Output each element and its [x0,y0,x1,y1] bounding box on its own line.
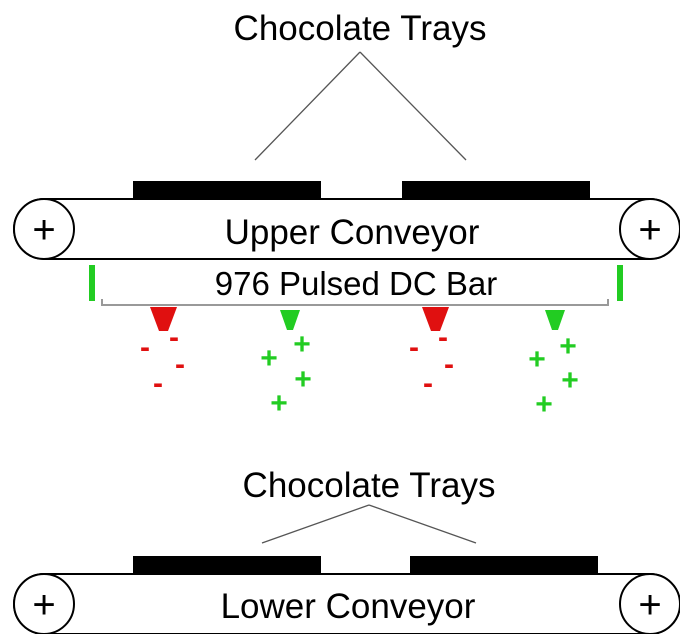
upper-conveyor-label: Upper Conveyor [225,213,480,252]
negative-emitter-1 [150,307,177,331]
bottom-leader-line-left [261,504,370,544]
negative-ion: - [175,348,185,381]
negative-ion: - [438,321,448,354]
positive-ion: + [260,342,278,375]
negative-ion: - [140,331,150,364]
lower-right-roller-plus-icon: + [638,583,661,627]
upper-tray-right [402,181,590,199]
dc-bar-end-left [89,265,95,301]
positive-emitter-1 [280,310,300,330]
negative-ion: - [409,331,419,364]
top-trays-label: Chocolate Trays [234,9,487,48]
negative-ion: - [444,348,454,381]
positive-ion: + [535,388,553,421]
top-leader-line-right [359,51,467,161]
positive-emitter-2 [545,310,565,330]
dc-bar-end-right [617,265,623,301]
negative-ion: - [153,367,163,400]
positive-ion: + [559,330,577,363]
top-leader-line-left [254,51,361,161]
lower-left-roller-plus-icon: + [32,583,55,627]
upper-right-roller-plus-icon: + [638,208,661,252]
lower-tray-right [410,556,598,574]
positive-ion: + [294,363,312,396]
dc-bar-label: 976 Pulsed DC Bar [215,265,497,302]
positive-ion: + [561,364,579,397]
negative-ion: - [423,367,433,400]
upper-tray-left [133,181,321,199]
lower-conveyor-label: Lower Conveyor [221,587,476,626]
negative-emitter-2 [422,307,449,331]
positive-ion: + [270,387,288,420]
upper-left-roller [13,198,75,260]
lower-tray-left [133,556,321,574]
dc-bar-body [100,263,610,301]
bottom-trays-label: Chocolate Trays [243,466,496,505]
positive-ion: + [293,328,311,361]
positive-ion: + [528,343,546,376]
bottom-leader-line-right [368,504,477,544]
upper-right-roller [619,198,680,260]
negative-ion: - [169,321,179,354]
upper-left-roller-plus-icon: + [32,208,55,252]
